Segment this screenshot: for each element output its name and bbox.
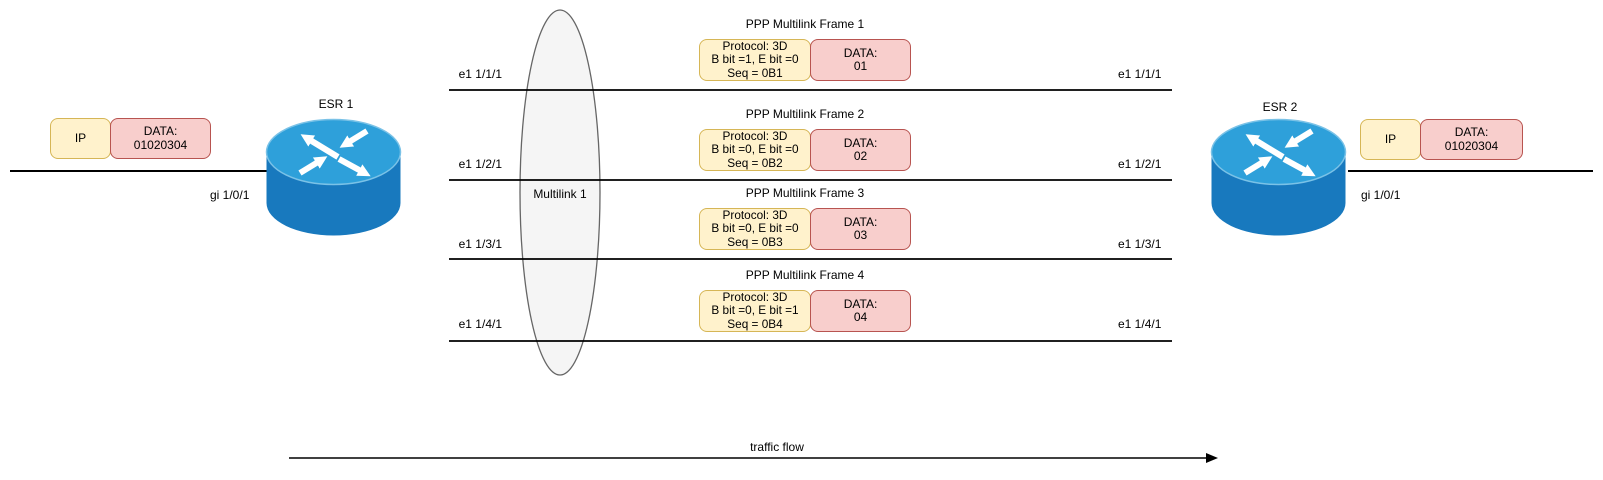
- frame3-data-box: DATA: 03: [810, 208, 911, 250]
- ip-header-box-left: IP: [50, 118, 111, 159]
- ip-data-value-left: 01020304: [133, 137, 188, 152]
- ip-header-label-right: IP: [1384, 131, 1397, 146]
- frame2-data-value: 02: [853, 149, 868, 163]
- frame2-data-box: DATA: 02: [810, 129, 911, 171]
- ip-data-label-right: DATA:: [1454, 125, 1489, 139]
- frame1-protocol-box: Protocol: 3D B bit =1, E bit =0 Seq = 0B…: [699, 39, 811, 81]
- ip-header-label-left: IP: [74, 130, 87, 145]
- gi-interface-label-right: gi 1/0/1: [1361, 188, 1401, 202]
- frame1-title: PPP Multilink Frame 1: [745, 17, 865, 31]
- frame4-data-box: DATA: 04: [810, 290, 911, 332]
- link2-left-label: e1 1/2/1: [458, 157, 502, 171]
- frame1-protocol: Protocol: 3D: [722, 38, 788, 53]
- frame3-seq: Seq = 0B3: [727, 234, 783, 249]
- link3-right-label: e1 1/3/1: [1118, 237, 1162, 251]
- traffic-flow-label: traffic flow: [750, 440, 804, 454]
- ip-data-box-left: DATA: 01020304: [110, 118, 211, 159]
- frame1-data-value: 01: [853, 59, 868, 73]
- frame4-title: PPP Multilink Frame 4: [745, 268, 865, 282]
- link1-left-label: e1 1/1/1: [458, 67, 502, 81]
- multilink-bundle-label: Multilink 1: [533, 187, 587, 201]
- frame3-protocol: Protocol: 3D: [722, 207, 788, 222]
- frame1-seq: Seq = 0B1: [727, 65, 783, 80]
- frame4-data-label: DATA:: [843, 296, 878, 311]
- frame2-protocol-box: Protocol: 3D B bit =0, E bit =0 Seq = 0B…: [699, 129, 811, 171]
- link3-left-label: e1 1/3/1: [458, 237, 502, 251]
- esr2-label: ESR 2: [1262, 100, 1298, 114]
- esr2-router-icon: [1212, 120, 1346, 236]
- frame1-bits: B bit =1, E bit =0: [711, 52, 799, 67]
- esr1-label: ESR 1: [318, 97, 354, 111]
- link2-right-label: e1 1/2/1: [1118, 157, 1162, 171]
- ip-data-value-right: 01020304: [1444, 138, 1499, 153]
- ip-data-label-left: DATA:: [143, 124, 178, 138]
- frame2-title: PPP Multilink Frame 2: [745, 107, 865, 121]
- ip-data-box-right: DATA: 01020304: [1420, 119, 1523, 160]
- frame2-seq: Seq = 0B2: [727, 155, 783, 170]
- frame4-bits: B bit =0, E bit =1: [711, 303, 799, 318]
- frame4-seq: Seq = 0B4: [727, 316, 783, 331]
- link4-left-label: e1 1/4/1: [458, 317, 502, 331]
- link4-right-label: e1 1/4/1: [1118, 317, 1162, 331]
- link1-right-label: e1 1/1/1: [1118, 67, 1162, 81]
- frame3-title: PPP Multilink Frame 3: [745, 186, 865, 200]
- frame3-protocol-box: Protocol: 3D B bit =0, E bit =0 Seq = 0B…: [699, 208, 811, 250]
- frame2-protocol: Protocol: 3D: [722, 128, 788, 143]
- frame3-data-value: 03: [853, 228, 868, 242]
- frame4-protocol-box: Protocol: 3D B bit =0, E bit =1 Seq = 0B…: [699, 290, 811, 332]
- esr1-router-icon: [267, 120, 401, 236]
- frame2-data-label: DATA:: [843, 135, 878, 150]
- multilink-bundle-ellipse: [519, 9, 601, 376]
- ip-header-box-right: IP: [1360, 119, 1421, 160]
- frame2-bits: B bit =0, E bit =0: [711, 142, 799, 157]
- frame3-data-label: DATA:: [843, 214, 878, 229]
- frame1-data-label: DATA:: [843, 45, 878, 60]
- frame4-data-value: 04: [853, 310, 868, 324]
- frame1-data-box: DATA: 01: [810, 39, 911, 81]
- frame3-bits: B bit =0, E bit =0: [711, 221, 799, 236]
- frame4-protocol: Protocol: 3D: [722, 289, 788, 304]
- gi-interface-label-left: gi 1/0/1: [210, 188, 250, 202]
